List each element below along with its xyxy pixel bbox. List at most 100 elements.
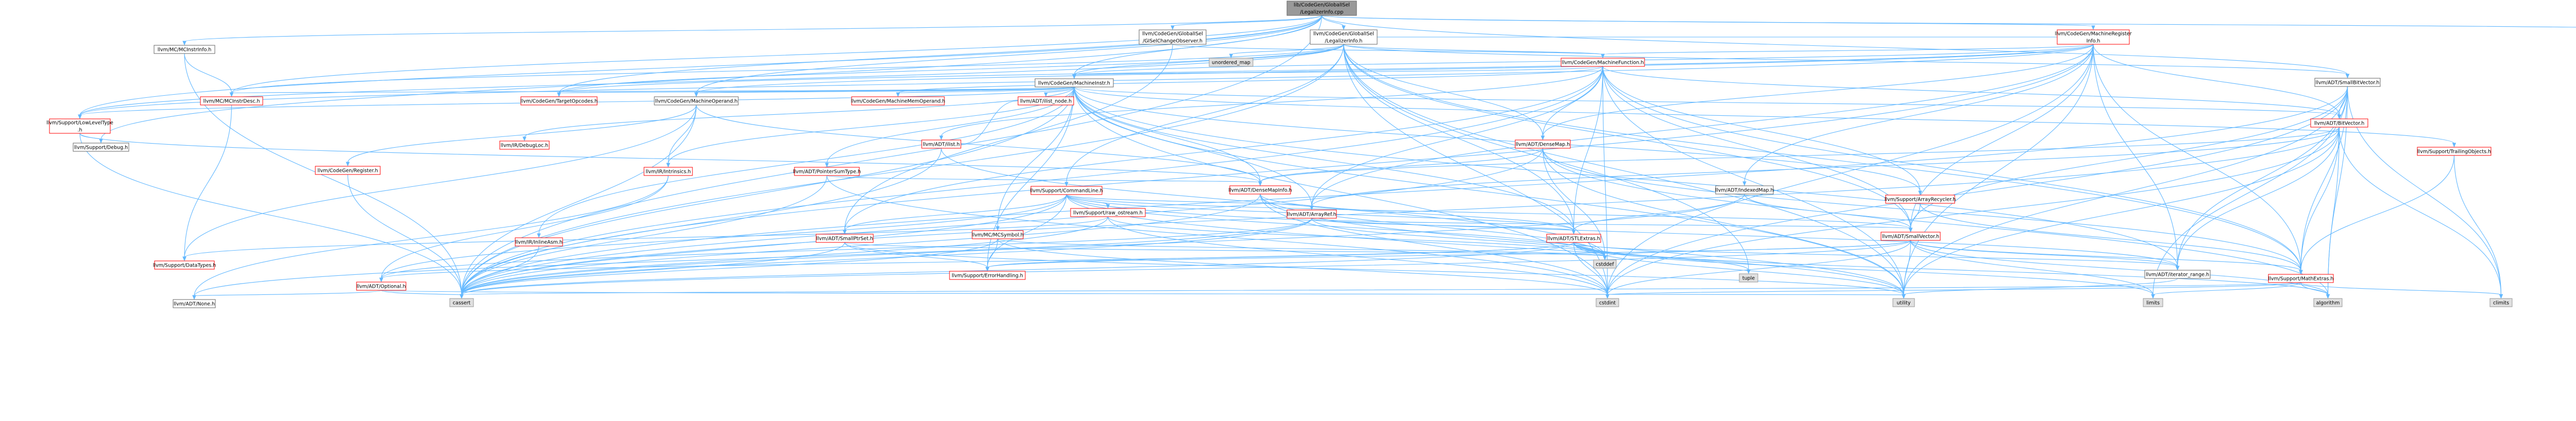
edge-root-to-map: [1321, 15, 2576, 28]
node-label: llvm/IR/InlineAsm.h: [515, 240, 563, 245]
node-label: llvm/Support/ErrorHandling.h: [952, 273, 1023, 279]
node-tgo[interactable]: llvm/CodeGen/TargetOpcodes.h: [520, 96, 598, 106]
node-mathx[interactable]: llvm/Support/MathExtras.h: [2268, 274, 2334, 283]
node-label: llvm/ADT/SmallPtrSet.h: [816, 236, 873, 242]
edge-gli-to-mathx: [1343, 44, 2303, 275]
node-box: [816, 234, 874, 243]
node-itrange[interactable]: llvm/ADT/iterator_range.h: [2144, 270, 2211, 279]
node-label: llvm/ADT/ilist_node.h: [1020, 99, 1072, 104]
edge-root-to-mcii: [182, 15, 1323, 46]
node-label: llvm/CodeGen/MachineOperand.h: [655, 99, 737, 104]
node-cstdint[interactable]: cstdint: [1596, 298, 1619, 307]
node-svec[interactable]: llvm/ADT/SmallVector.h: [1880, 232, 1941, 241]
edge-pst-to-dmi: [826, 175, 1262, 186]
node-mcsym[interactable]: llvm/MC/MCSymbol.h: [972, 230, 1024, 239]
node-ilist[interactable]: llvm/ADT/ilist.h: [921, 139, 961, 149]
node-umap[interactable]: unordered_map: [1209, 58, 1253, 67]
node-pst[interactable]: llvm/ADT/PointerSumType.h: [793, 167, 861, 176]
node-aref[interactable]: llvm/ADT/ArrayRef.h: [1286, 209, 1337, 219]
edge-mathx-to-cassert: [460, 282, 2301, 299]
node-bitv[interactable]: llvm/ADT/BitVector.h: [2310, 118, 2368, 128]
node-limits[interactable]: limits: [2143, 298, 2163, 307]
node-box: [499, 141, 550, 150]
node-box: [2057, 29, 2130, 45]
node-utility[interactable]: utility: [1892, 298, 1915, 307]
node-errh[interactable]: llvm/Support/ErrorHandling.h: [949, 271, 1026, 280]
node-dbg[interactable]: llvm/Support/Debug.h: [73, 143, 129, 152]
edge-svec-to-cstdint: [1605, 240, 1911, 299]
node-root[interactable]: lib/CodeGen/GlobalISel/LegalizerInfo.cpp: [1286, 1, 1357, 16]
node-label: algorithm: [2316, 301, 2340, 306]
node-label: llvm/ADT/ArrayRef.h: [1287, 212, 1336, 218]
node-dtypes[interactable]: llvm/Support/DataTypes.h: [153, 260, 216, 270]
edge-mf-to-arec: [1602, 66, 1922, 196]
node-mcid[interactable]: llvm/MC/MCInstrDesc.h: [200, 96, 263, 106]
node-intr[interactable]: llvm/IR/Intrinsics.h: [643, 167, 693, 176]
node-algorithm[interactable]: algorithm: [2313, 298, 2343, 307]
edge-gli-to-svec: [1343, 44, 1913, 233]
node-iasm[interactable]: llvm/IR/InlineAsm.h: [515, 237, 563, 247]
node-label: llvm/CodeGen/MachineFunction.h: [1562, 60, 1643, 66]
node-box: [515, 237, 563, 247]
node-label: utility: [1896, 301, 1910, 306]
edge-sptrset-to-cassert: [460, 242, 845, 299]
edge-mathx-to-algorithm: [2300, 282, 2330, 299]
node-box: [1035, 78, 1114, 87]
node-box: [73, 143, 129, 152]
node-box: [1593, 259, 1617, 269]
node-label: llvm/ADT/None.h: [174, 302, 215, 307]
node-sbv[interactable]: llvm/ADT/SmallBitVector.h: [2314, 78, 2381, 87]
node-sptrset[interactable]: llvm/ADT/SmallPtrSet.h: [816, 234, 874, 243]
node-box: [794, 167, 860, 176]
edge-mri-to-mf: [1601, 44, 2094, 59]
node-imap[interactable]: llvm/ADT/IndexedMap.h: [1715, 185, 1774, 195]
edge-mi-to-ilnode: [1044, 86, 1075, 97]
node-label: llvm/CodeGen/MachineRegister: [2055, 31, 2132, 37]
node-dmap[interactable]: llvm/ADT/DenseMap.h: [1515, 139, 1571, 149]
edge-mo-to-intr: [666, 104, 697, 168]
edge-gli-to-utility: [1343, 44, 1906, 299]
node-creg[interactable]: llvm/CodeGen/Register.h: [315, 166, 381, 175]
node-cstddef[interactable]: cstddef: [1593, 259, 1617, 269]
node-mi[interactable]: llvm/CodeGen/MachineInstr.h: [1035, 78, 1114, 87]
node-llt[interactable]: llvm/Support/LowLevelType.h: [46, 118, 113, 134]
node-climits[interactable]: climits: [2489, 298, 2513, 307]
edge-mri-to-itrange: [2093, 44, 2180, 271]
node-rost[interactable]: llvm/Support/raw_ostream.h: [1070, 208, 1146, 217]
node-box: [1515, 139, 1571, 149]
node-none[interactable]: llvm/ADT/None.h: [173, 299, 216, 308]
node-gco[interactable]: llvm/CodeGen/GlobalISel/GISelChangeObser…: [1139, 29, 1207, 45]
node-label: llvm/ADT/SmallVector.h: [1882, 234, 1939, 240]
node-arec[interactable]: llvm/Support/ArrayRecycler.h: [1885, 195, 1956, 204]
edge-mf-to-dmap: [1540, 66, 1603, 141]
node-trail[interactable]: llvm/Support/TrailingObjects.h: [2417, 147, 2492, 156]
edge-svec-to-cassert: [460, 240, 1911, 299]
node-mf[interactable]: llvm/CodeGen/MachineFunction.h: [1561, 58, 1645, 67]
node-stlx[interactable]: llvm/ADT/STLExtras.h: [1546, 234, 1601, 243]
node-cmdl[interactable]: llvm/Support/CommandLine.h: [1030, 186, 1103, 195]
node-gli[interactable]: llvm/CodeGen/GlobalISel/LegalizerInfo.h: [1310, 29, 1378, 45]
edge-svec-to-mathx: [1910, 240, 2303, 275]
node-mo[interactable]: llvm/CodeGen/MachineOperand.h: [654, 96, 739, 106]
node-tuple[interactable]: tuple: [1739, 273, 1758, 283]
node-box: [1880, 232, 1941, 241]
node-box: [851, 96, 945, 106]
node-mmo[interactable]: llvm/CodeGen/MachineMemOperand.h: [851, 96, 945, 106]
node-label: llvm/CodeGen/MachineInstr.h: [1038, 81, 1110, 86]
node-cassert[interactable]: cassert: [449, 298, 474, 307]
node-dmi[interactable]: llvm/ADT/DenseMapInfo.h: [1228, 185, 1292, 195]
node-mcii[interactable]: llvm/MC/MCInstrInfo.h: [154, 45, 215, 54]
edge-cmdl-to-utility: [1066, 194, 1906, 299]
edge-mf-to-ilist: [939, 66, 1603, 141]
node-box: [1286, 1, 1357, 16]
edge-mo-to-dtypes: [182, 104, 697, 261]
node-dlh[interactable]: llvm/IR/DebugLoc.h: [499, 141, 550, 150]
node-opt[interactable]: llvm/ADT/Optional.h: [356, 282, 406, 291]
node-ilnode[interactable]: llvm/ADT/ilist_node.h: [1018, 96, 1074, 106]
edge-mf-to-bitv: [1602, 66, 2342, 119]
edge-mi-to-mcid: [229, 86, 1075, 97]
edge-llt-to-dmi: [79, 133, 1262, 186]
node-label: /LegalizerInfo.h: [1325, 39, 1363, 44]
node-box: [1018, 96, 1074, 106]
